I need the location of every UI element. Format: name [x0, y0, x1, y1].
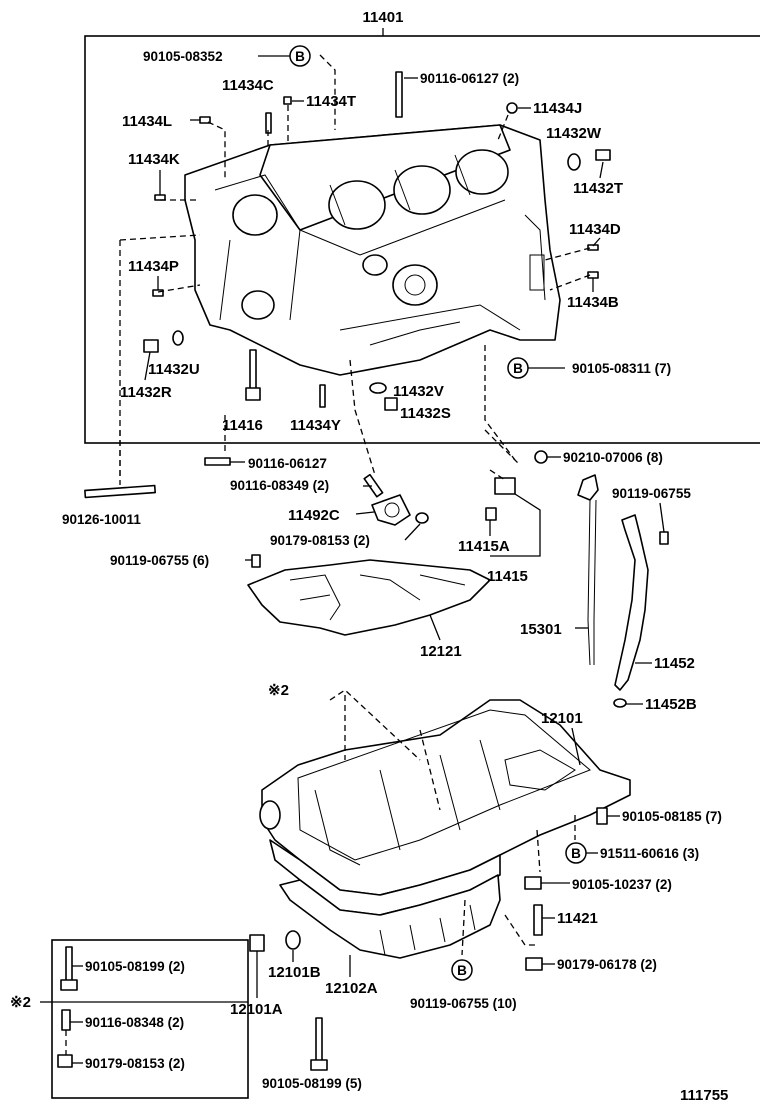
label-11434D: 11434D [569, 221, 621, 238]
label-11452B: 11452B [645, 696, 697, 713]
label-90179-06178-2: 90179-06178 (2) [557, 957, 657, 972]
circle-b-text-2: B [513, 361, 523, 376]
label-11415A: 11415A [458, 538, 510, 555]
label-mark-x2-legend: ※2 [10, 994, 31, 1011]
label-12101: 12101 [541, 710, 583, 727]
label-11434Y: 11434Y [290, 417, 341, 434]
label-11434T: 11434T [306, 93, 356, 110]
label-12102A: 12102A [325, 980, 378, 997]
label-90116-08348-2: 90116-08348 (2) [85, 1015, 184, 1030]
label-90119-06755: 90119-06755 [612, 486, 691, 501]
circle-b-marker-4 [451, 959, 473, 981]
label-15301: 15301 [520, 621, 562, 638]
label-11432R: 11432R [120, 384, 172, 401]
label-90179-08153-2b: 90179-08153 (2) [85, 1056, 185, 1071]
legend-box [51, 939, 249, 1099]
label-90119-06755-10: 90119-06755 (10) [410, 996, 517, 1011]
label-11416: 11416 [222, 417, 263, 434]
label-11434K: 11434K [128, 151, 180, 168]
label-11421: 11421 [557, 910, 598, 927]
pan-small-parts [57, 807, 608, 1071]
label-11432W: 11432W [546, 125, 602, 142]
label-11434L: 11434L [122, 113, 172, 130]
engine-block-frame [84, 35, 760, 444]
label-11432T: 11432T [573, 180, 623, 197]
bracket-11415 [490, 493, 541, 557]
block-small-parts [143, 71, 611, 411]
label-11432S: 11432S [400, 405, 451, 422]
label-11432V: 11432V [393, 383, 444, 400]
middle-dashed-leaders [119, 429, 521, 485]
circle-b-marker [289, 45, 311, 67]
label-90105-08185-7: 90105-08185 (7) [622, 809, 722, 824]
label-90105-08199-5: 90105-08199 (5) [262, 1076, 362, 1091]
label-mark-x2: ※2 [268, 682, 289, 699]
circle-b-text-3: B [571, 846, 581, 861]
label-90179-08153-2: 90179-08153 (2) [270, 533, 370, 548]
label-90105-10237-2: 90105-10237 (2) [572, 877, 672, 892]
label-90116-08349-2: 90116-08349 (2) [230, 478, 329, 493]
label-90116-06127-2: 90116-06127 (2) [420, 71, 519, 86]
label-90126-10011: 90126-10011 [62, 512, 141, 527]
label-12121: 12121 [420, 643, 462, 660]
label-90119-06755-6: 90119-06755 (6) [110, 553, 209, 568]
figure-id: 111755 [680, 1087, 728, 1104]
label-main-title: 11401 [363, 9, 404, 26]
cylinder-block [184, 124, 561, 376]
label-90105-08352: 90105-08352 [143, 49, 223, 64]
circle-b-text: B [295, 49, 305, 64]
label-11434C: 11434C [222, 77, 274, 94]
label-91511-60616-3: 91511-60616 (3) [600, 846, 699, 861]
label-90210-07006-8: 90210-07006 (8) [563, 450, 663, 465]
label-11434B: 11434B [567, 294, 619, 311]
label-11434P: 11434P [128, 258, 179, 275]
circle-b-text-4: B [457, 963, 467, 978]
label-11434J: 11434J [533, 100, 582, 117]
label-12101A: 12101A [230, 1001, 283, 1018]
label-11492C: 11492C [288, 507, 340, 524]
label-90116-06127: 90116-06127 [248, 456, 327, 471]
oil-pan [259, 699, 631, 959]
pan-dashed-leaders [329, 689, 576, 956]
label-11415: 11415 [487, 568, 528, 585]
label-12101B: 12101B [268, 964, 321, 981]
middle-parts [84, 450, 669, 708]
label-11432U: 11432U [148, 361, 200, 378]
label-11452: 11452 [654, 655, 695, 672]
label-90105-08199-2: 90105-08199 (2) [85, 959, 185, 974]
label-90105-08311-7: 90105-08311 (7) [572, 361, 671, 376]
